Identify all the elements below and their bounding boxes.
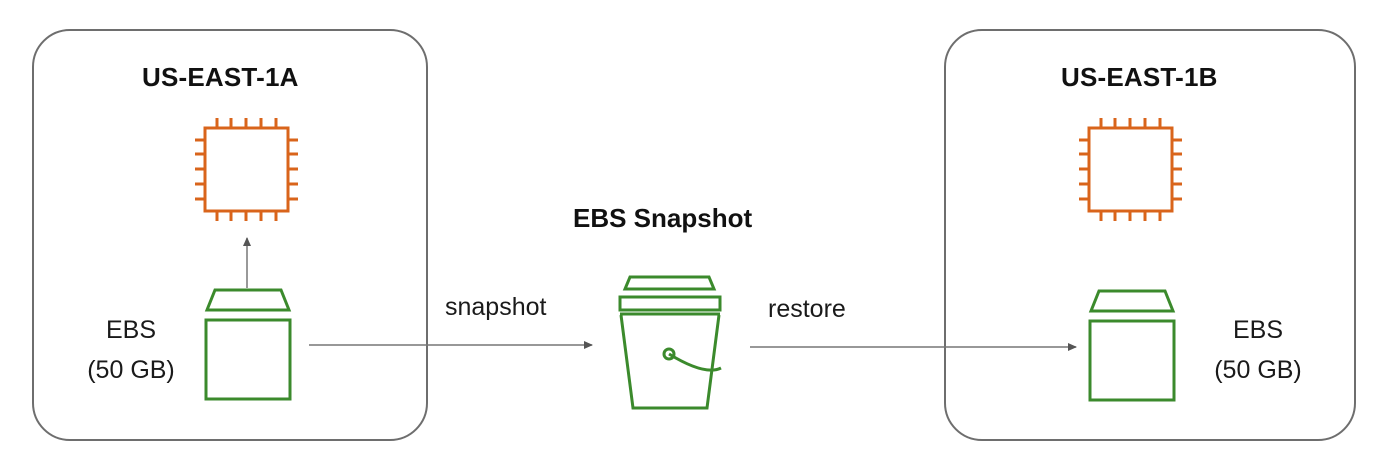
volume-a-size: (50 GB) (87, 356, 175, 384)
volume-b-label: EBS (50 GB) (1193, 310, 1323, 390)
volume-a-type: EBS (105, 316, 157, 344)
volume-b-size: (50 GB) (1214, 356, 1302, 384)
ebs-volume-icon (204, 288, 292, 401)
restore-edge-label: restore (768, 295, 846, 323)
s3-bucket-icon (618, 275, 722, 410)
availability-zone-a (32, 29, 428, 441)
zone-b-title: US-EAST-1B (1061, 62, 1218, 92)
ebs-volume-icon (1088, 289, 1176, 402)
snapshot-title: EBS Snapshot (573, 203, 753, 233)
volume-a-label: EBS (50 GB) (66, 310, 196, 390)
zone-a-title: US-EAST-1A (142, 62, 299, 92)
ec2-chip-icon (1079, 118, 1182, 221)
availability-zone-b (944, 29, 1356, 441)
ec2-chip-icon (195, 118, 298, 221)
snapshot-edge-label: snapshot (445, 293, 547, 321)
volume-b-type: EBS (1232, 316, 1284, 344)
